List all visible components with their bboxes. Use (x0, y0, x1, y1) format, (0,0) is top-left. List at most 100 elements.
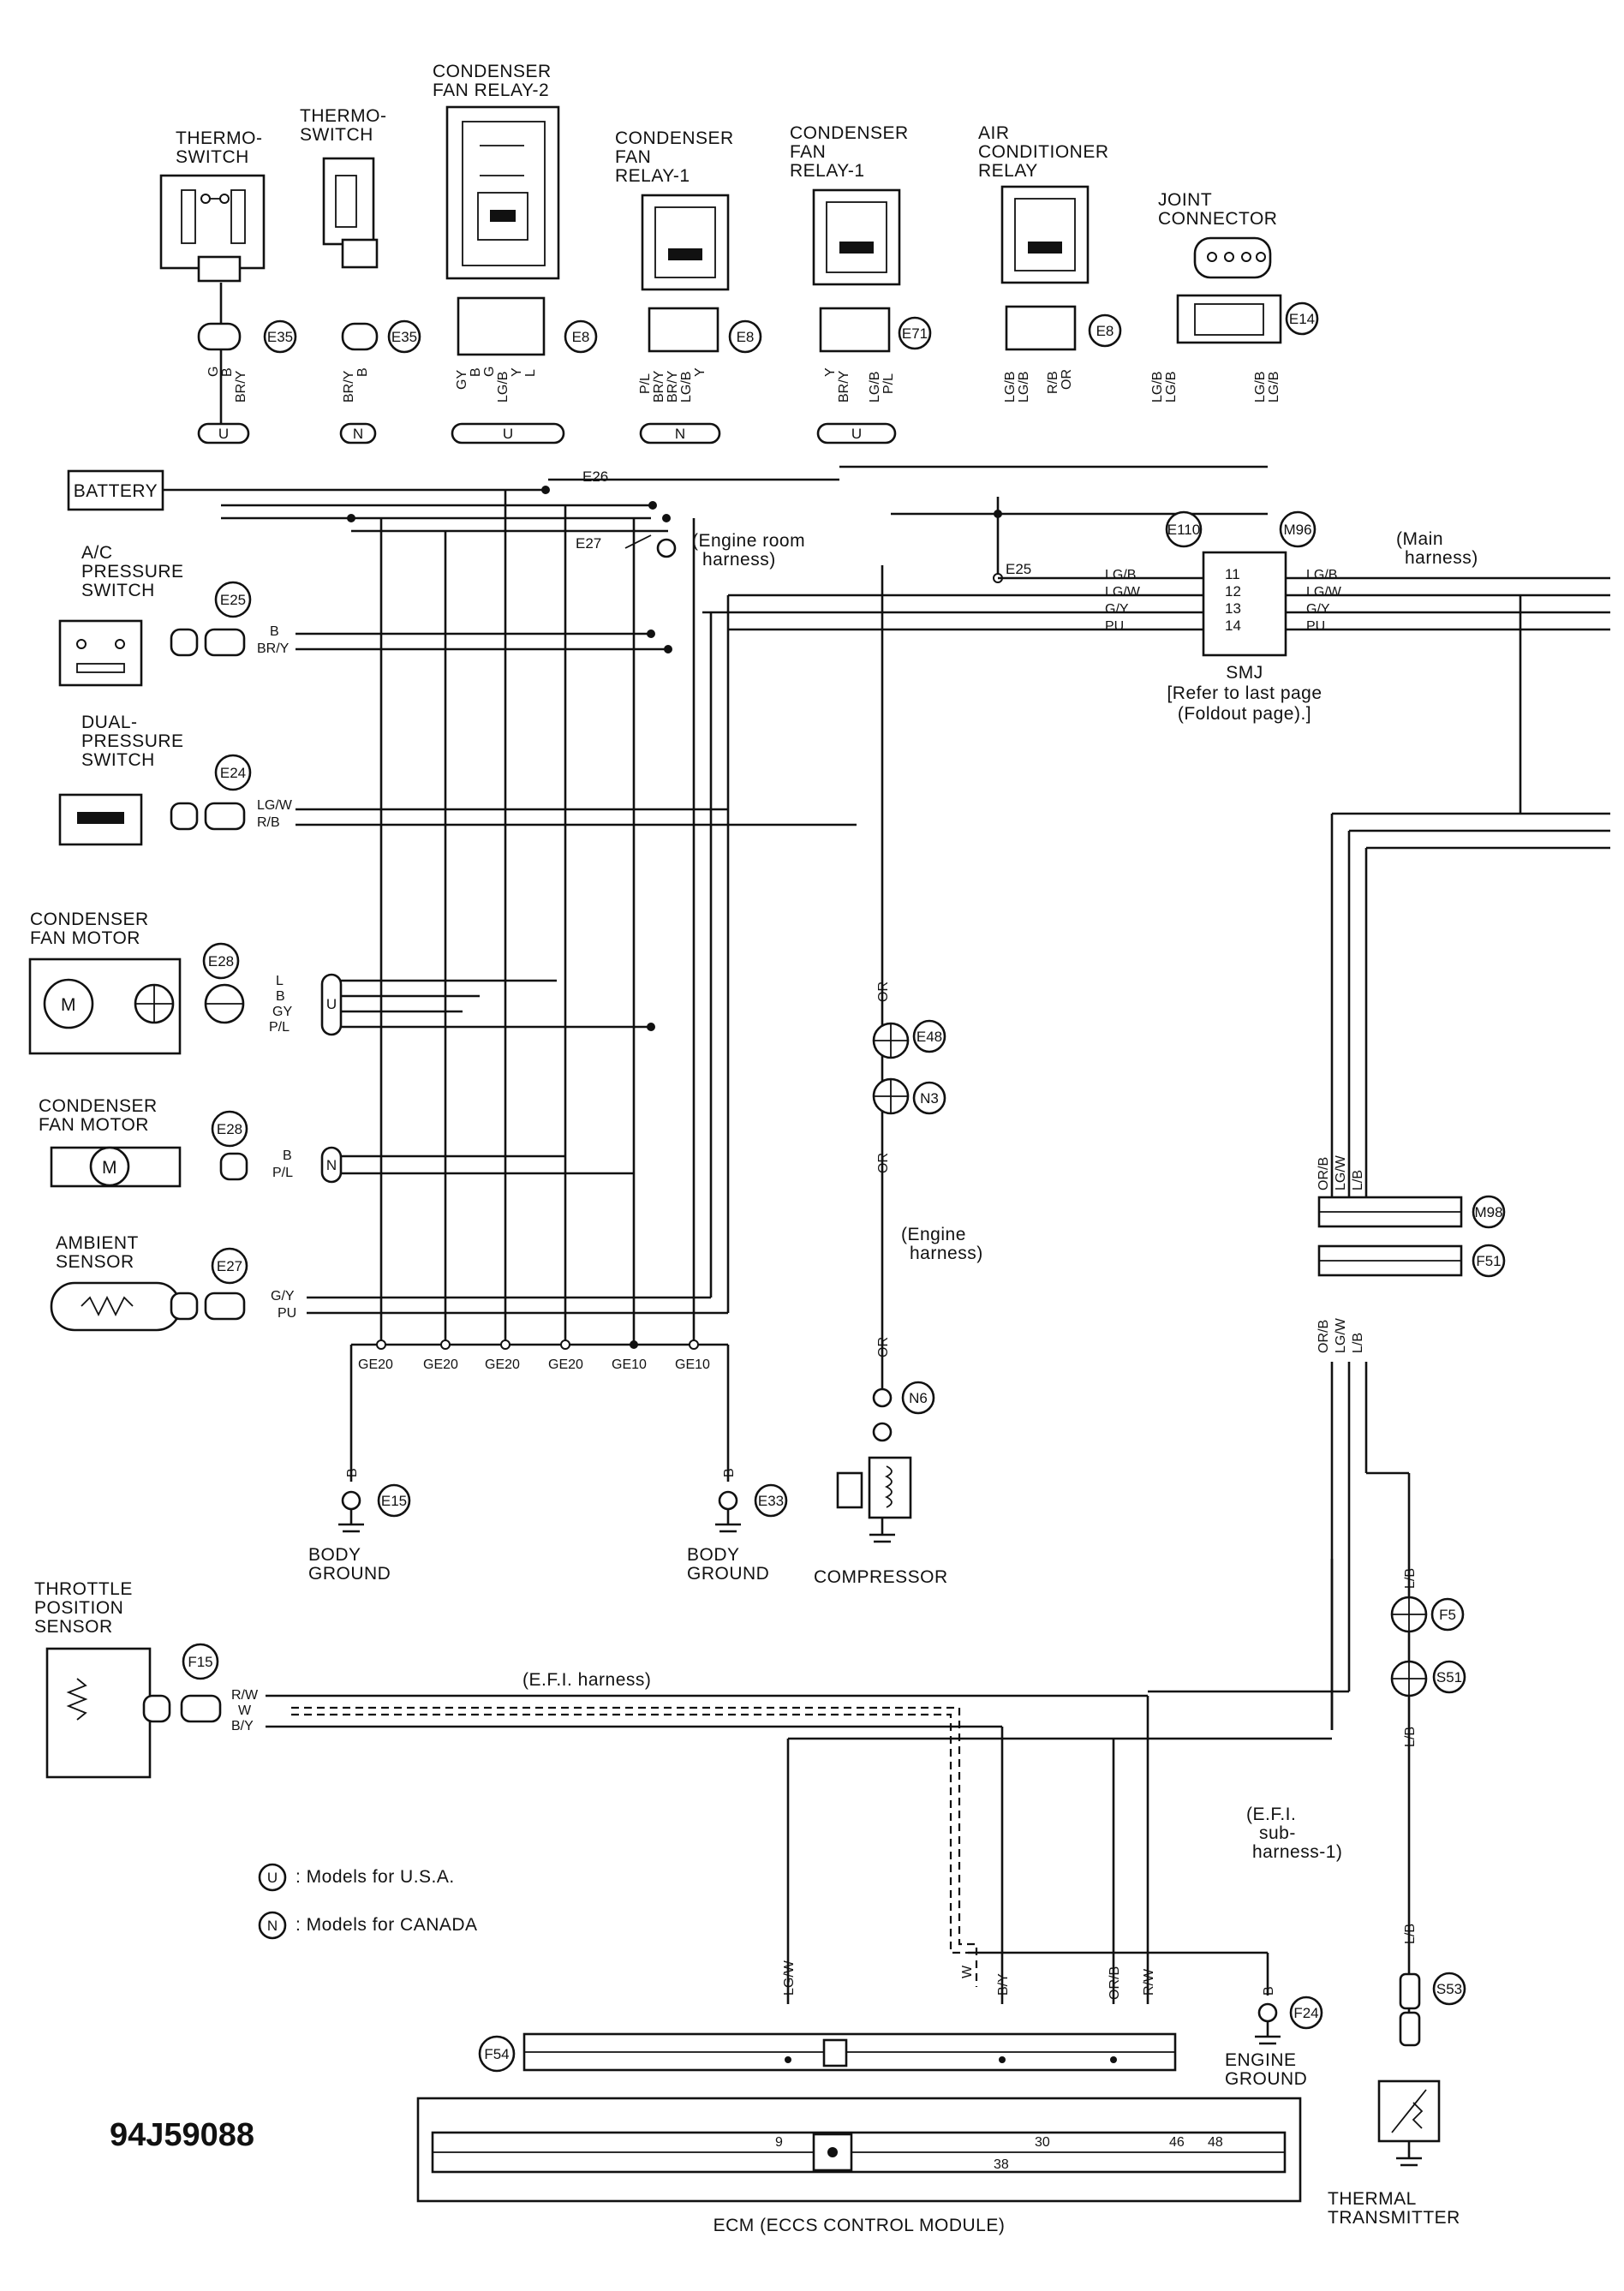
svg-text:13: 13 (1225, 600, 1241, 617)
harness-badges: U N U N U (197, 422, 897, 444)
svg-text:G/Y: G/Y (271, 1289, 295, 1304)
body-ground-1: B E15 BODY GROUND (308, 1468, 411, 1584)
svg-text:U: U (503, 426, 513, 442)
svg-text:F54: F54 (484, 2046, 509, 2062)
svg-text:CONDENSER: CONDENSER (790, 123, 909, 143)
svg-text:OR/B: OR/B (1317, 1320, 1331, 1353)
svg-text:RELAY: RELAY (978, 161, 1038, 181)
svg-text:PU: PU (278, 1306, 296, 1321)
svg-text:E26: E26 (582, 468, 608, 485)
legend: U : Models for U.S.A. N : Models for CAN… (258, 1863, 477, 1940)
svg-text:E27: E27 (576, 535, 601, 552)
svg-text:S51: S51 (1436, 1669, 1462, 1685)
svg-text:F15: F15 (188, 1654, 212, 1670)
svg-text:FAN: FAN (615, 147, 651, 167)
svg-text:SWITCH: SWITCH (81, 750, 155, 770)
svg-text:RELAY-1: RELAY-1 (790, 161, 865, 181)
svg-text:B: B (283, 1148, 292, 1163)
svg-text:LG/B: LG/B (1267, 372, 1281, 403)
svg-text:FAN RELAY-2: FAN RELAY-2 (433, 81, 549, 100)
svg-text:ECM (ECCS CONTROL MODULE): ECM (ECCS CONTROL MODULE) (713, 2216, 1006, 2235)
figure-id: 94J59088 (110, 2117, 254, 2153)
svg-text:GE20: GE20 (358, 1357, 393, 1372)
svg-text:P/L: P/L (638, 373, 653, 394)
svg-text:harness): harness) (1405, 548, 1478, 568)
svg-text:GE10: GE10 (612, 1357, 647, 1372)
svg-text:N: N (675, 426, 685, 442)
bus-wires: E27 (Engine room harness) E25 (221, 497, 1268, 583)
svg-text:AIR: AIR (978, 123, 1010, 143)
svg-text:LG/W: LG/W (257, 798, 293, 813)
svg-text:OR: OR (876, 1337, 891, 1357)
svg-text:R/B: R/B (257, 815, 280, 830)
svg-text:E8: E8 (1096, 323, 1114, 339)
svg-text:L: L (523, 369, 538, 377)
svg-text:BR/Y: BR/Y (837, 370, 851, 403)
svg-text:(Engine room: (Engine room (692, 531, 805, 551)
svg-text:B/Y: B/Y (996, 1973, 1011, 1996)
dual-pressure-switch: DUAL- PRESSURE SWITCH E24 LG/W R/B (58, 713, 857, 846)
svg-text:GY: GY (455, 370, 469, 390)
svg-text:LG/W: LG/W (1334, 1317, 1348, 1353)
svg-text:SWITCH: SWITCH (81, 581, 155, 600)
svg-text:48: 48 (1208, 2135, 1223, 2150)
battery: BATTERY E26 (67, 465, 1268, 511)
svg-text:LG/B: LG/B (1150, 372, 1165, 403)
svg-text:M96: M96 (1283, 522, 1311, 538)
svg-text:GE20: GE20 (423, 1357, 458, 1372)
svg-text:PU: PU (1306, 619, 1325, 634)
svg-text:S53: S53 (1436, 1981, 1462, 1997)
svg-text:LG/B: LG/B (679, 372, 694, 403)
ecm: 9 38 30 46 48 ECM (ECCS CONTROL MODULE) (416, 2097, 1302, 2235)
svg-text:SMJ: SMJ (1226, 663, 1263, 683)
svg-text:E35: E35 (267, 329, 293, 345)
svg-text:LG/W: LG/W (782, 1960, 797, 1996)
svg-text:12: 12 (1225, 583, 1241, 600)
svg-text:FAN MOTOR: FAN MOTOR (39, 1115, 149, 1135)
svg-text:L/B: L/B (1403, 1568, 1418, 1589)
svg-text:G: G (482, 367, 497, 377)
svg-text:AMBIENT: AMBIENT (56, 1233, 139, 1253)
svg-text:U: U (218, 426, 229, 442)
svg-text:M: M (61, 995, 76, 1015)
svg-text:COMPRESSOR: COMPRESSOR (814, 1567, 948, 1587)
svg-text:L: L (276, 974, 284, 988)
svg-text:N6: N6 (909, 1390, 928, 1406)
svg-text:L/B: L/B (1351, 1170, 1365, 1190)
svg-text:LG/B: LG/B (1003, 372, 1018, 403)
top-connectors: E35 E35 E8 E8 E71 E8 E14 (197, 296, 1319, 356)
svg-text:W: W (960, 1965, 975, 1978)
svg-text:GROUND: GROUND (308, 1564, 391, 1584)
svg-text:LG/B: LG/B (496, 372, 510, 403)
svg-text:46: 46 (1169, 2135, 1185, 2150)
svg-text:BR/Y: BR/Y (257, 641, 290, 656)
svg-text:E28: E28 (217, 1121, 242, 1137)
svg-text:U: U (851, 426, 862, 442)
svg-text:CONDENSER: CONDENSER (39, 1096, 158, 1116)
ambient-sensor: AMBIENT SENSOR E27 G/Y PU (50, 1233, 728, 1332)
svg-text:G/Y: G/Y (1105, 602, 1129, 617)
svg-text:B: B (1262, 1986, 1276, 1996)
svg-text:[Refer to last page: [Refer to last page (1167, 683, 1322, 703)
condenser-fan-relay-1a: CONDENSER FAN RELAY-1 (615, 128, 733, 291)
svg-text:M: M (102, 1158, 117, 1178)
svg-text:G: G (206, 367, 221, 377)
svg-text:LG/B: LG/B (1017, 372, 1031, 403)
svg-text:OR: OR (1060, 369, 1074, 390)
svg-text:E110: E110 (1167, 522, 1200, 538)
svg-text:E24: E24 (220, 765, 246, 781)
svg-text:LG/B: LG/B (1306, 568, 1337, 582)
svg-text:38: 38 (994, 2157, 1009, 2172)
svg-text:A/C: A/C (81, 543, 113, 563)
svg-text:SENSOR: SENSOR (34, 1617, 113, 1637)
svg-text:OR/B: OR/B (1317, 1157, 1331, 1190)
svg-text:: Models for U.S.A.: : Models for U.S.A. (296, 1867, 455, 1887)
svg-text:F24: F24 (1293, 2005, 1318, 2021)
svg-text:LG/B: LG/B (1105, 568, 1136, 582)
svg-text:harness-1): harness-1) (1252, 1842, 1342, 1862)
svg-text:E48: E48 (916, 1029, 942, 1045)
svg-text:30: 30 (1035, 2135, 1050, 2150)
f54-connector: LG/W W B/Y OR/B R/W F54 (478, 1960, 1177, 2073)
svg-text:14: 14 (1225, 617, 1241, 634)
svg-text:LG/B: LG/B (1164, 372, 1179, 403)
